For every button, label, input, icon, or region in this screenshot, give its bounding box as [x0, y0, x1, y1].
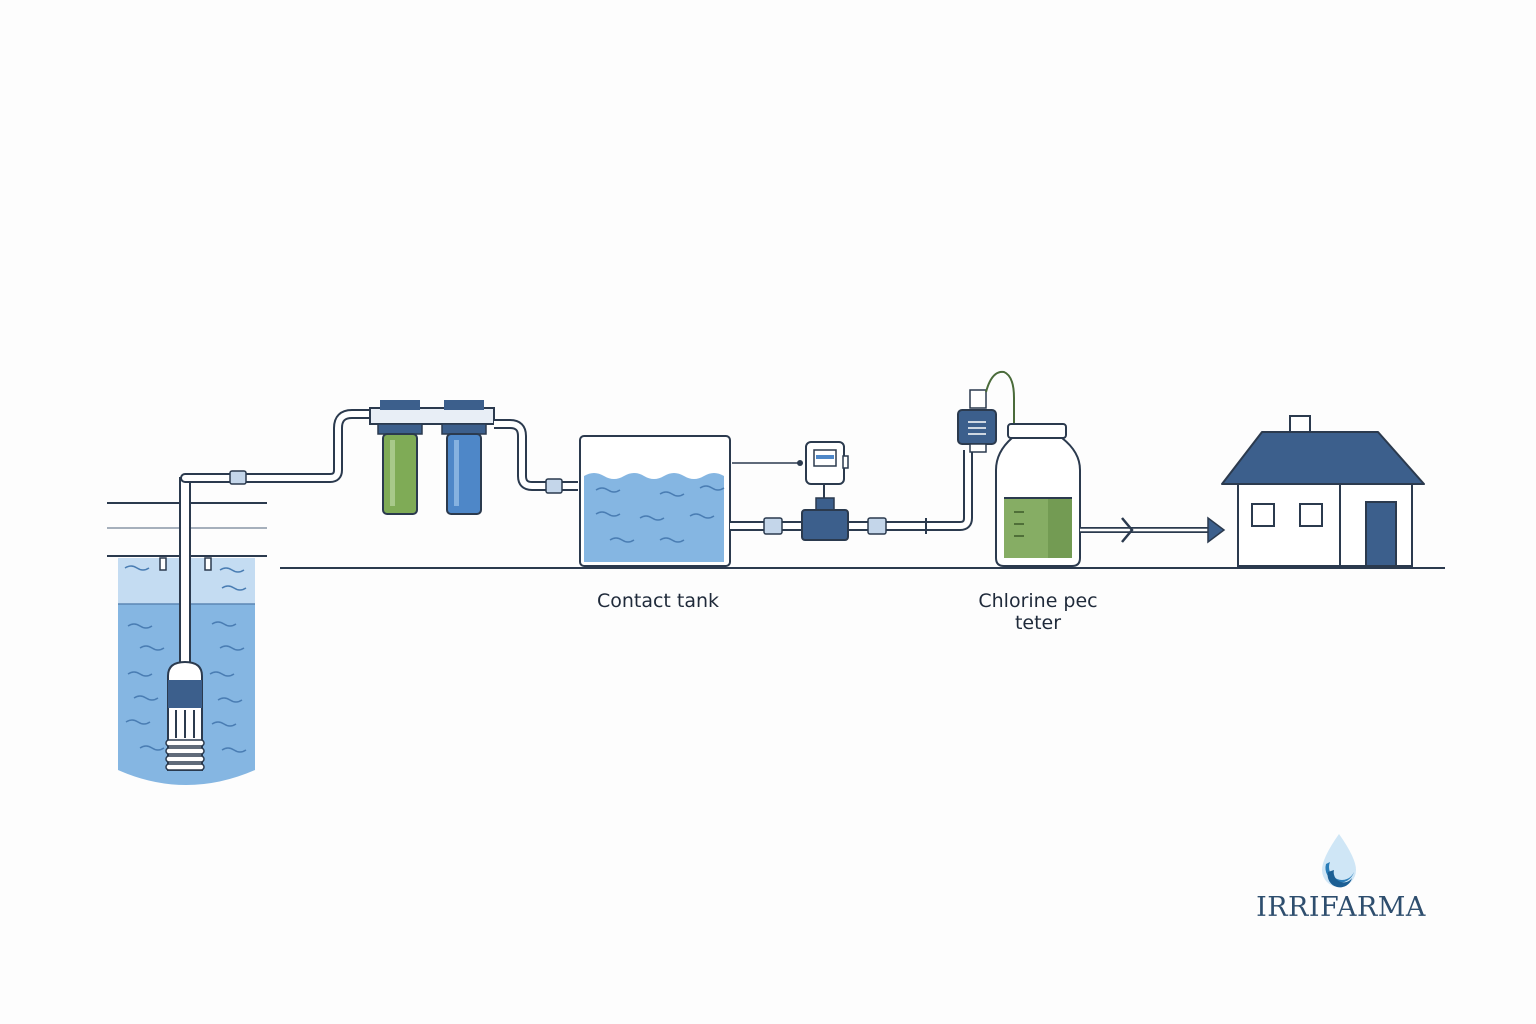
submersible-pump	[165, 477, 205, 771]
control-valve	[797, 441, 849, 541]
chlorine-dosing-pump	[957, 370, 1015, 453]
chlorine-label-line1: Chlorine pec	[978, 590, 1098, 612]
contact-tank	[579, 435, 731, 567]
contact-tank-label: Contact tank	[596, 590, 720, 612]
cartridge-filters	[369, 400, 495, 515]
outlet-pipe-to-house	[1080, 516, 1226, 544]
pipe-tank-to-chlorinator	[730, 450, 973, 535]
chlorine-label-line2: teter	[1014, 612, 1062, 634]
house	[1221, 415, 1425, 567]
chlorine-tank	[995, 423, 1081, 567]
pipe-well-to-filters	[180, 409, 377, 485]
water-drop-icon	[1322, 834, 1356, 888]
flow-arrow-icon	[1207, 516, 1226, 544]
chlorine-label: Chlorine pec teter	[938, 590, 1138, 634]
pipe-filters-to-tank	[494, 419, 578, 494]
brand-name: IRRIFARMA	[1256, 892, 1426, 923]
